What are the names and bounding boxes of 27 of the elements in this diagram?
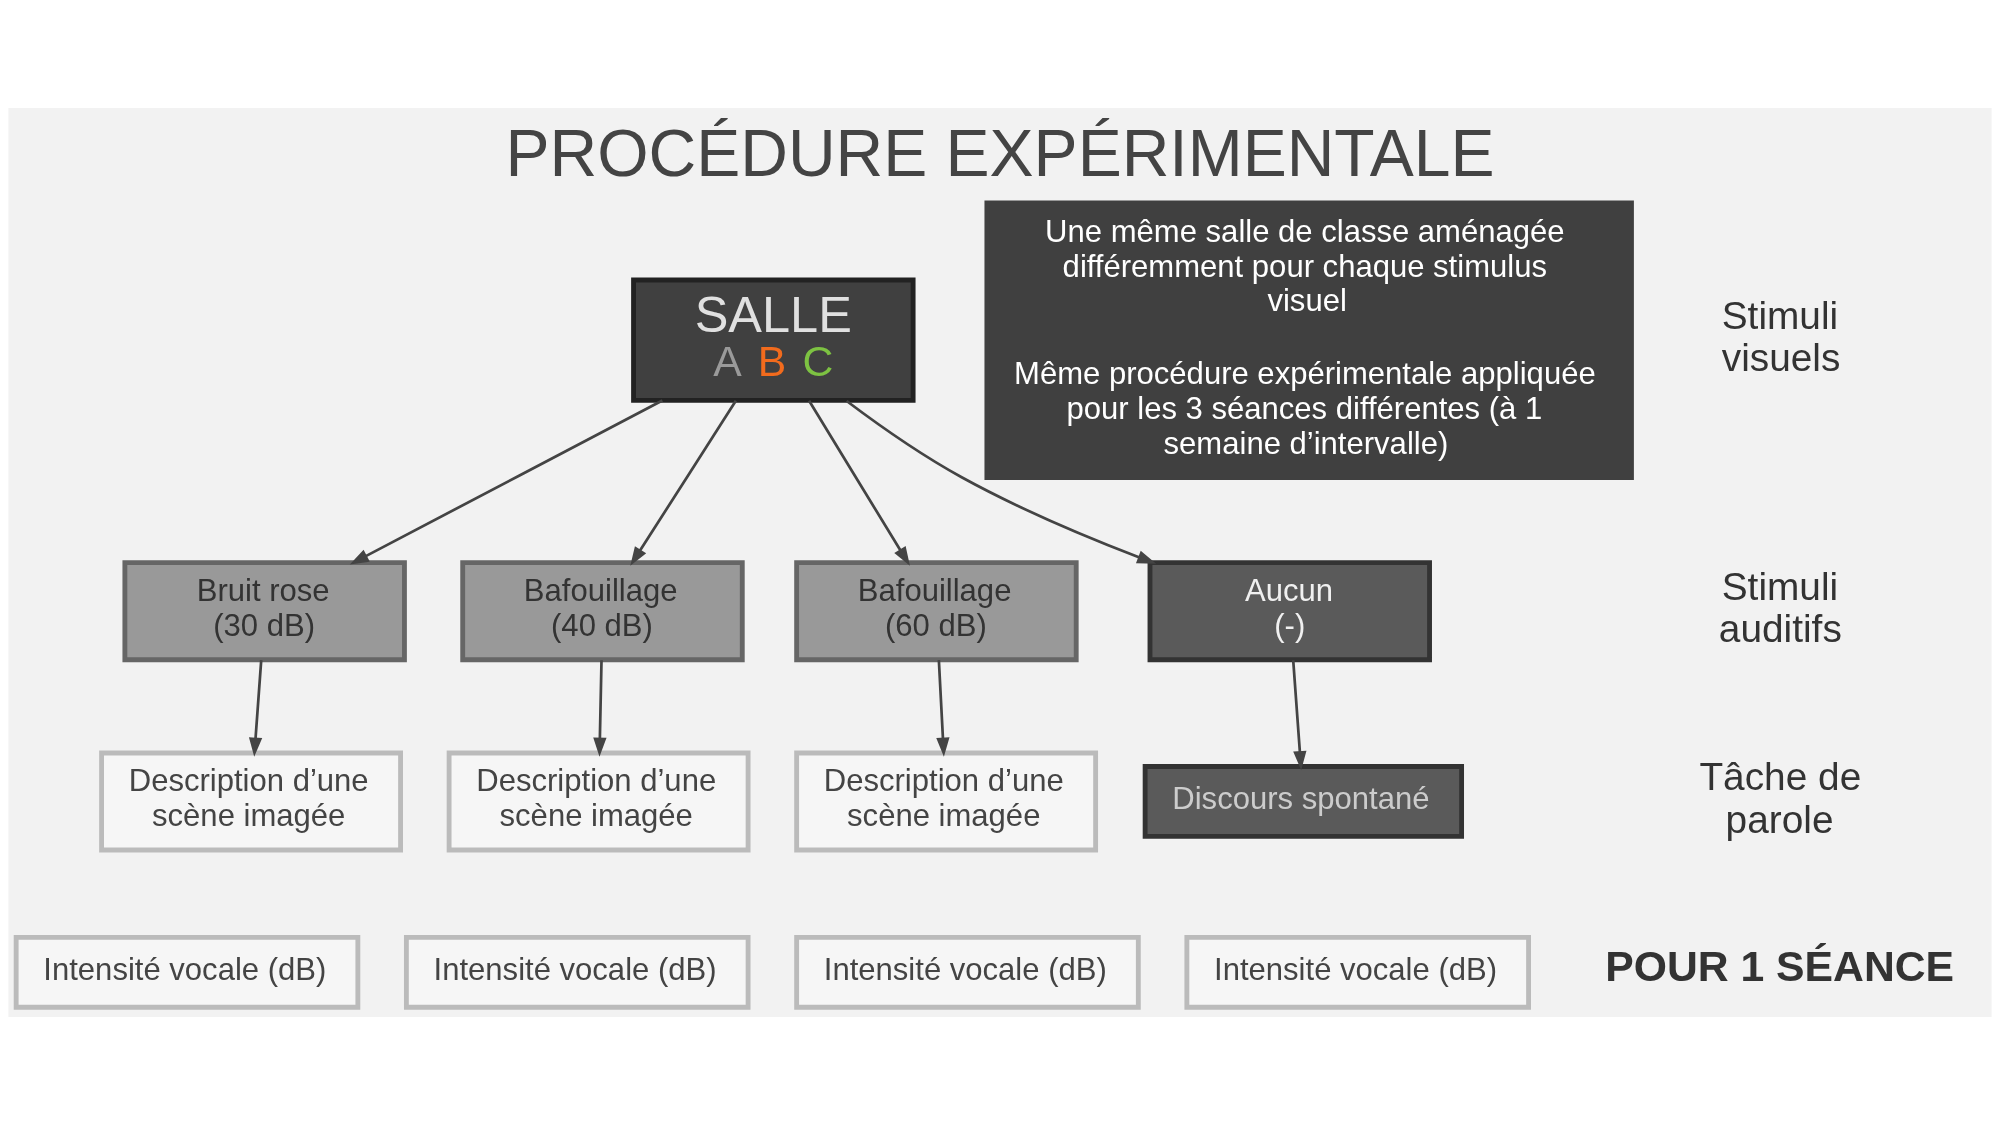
arrow [349,399,663,565]
arrow [807,400,910,566]
label: Stimuli auditifs [1718,564,1842,651]
label: Tâche de parole [1699,754,1862,841]
label: Stimuli visuels [1721,293,1841,380]
arrow [936,660,950,757]
node-box: SALLE A B C [631,277,916,403]
node-box: Description d’une scène imagée [99,750,403,853]
node-box: Intensité vocale (dB) [1184,934,1531,1010]
node-box: Bafouillage (60 dB) [794,560,1079,663]
label: POUR 1 SÉANCE [1605,942,1955,991]
node-box: Bafouillage (40 dB) [460,560,745,663]
node-box: Description d’une scène imagée [794,750,1099,853]
node-box: Intensité vocale (dB) [13,934,361,1010]
diagram-title: PROCÉDURE EXPÉRIMENTALE [505,116,1495,191]
node-box: Bruit rose (30 dB) [122,560,407,663]
node-box: Intensité vocale (dB) [794,934,1141,1010]
arrow [630,400,737,566]
node-box: Aucun (-) [1147,560,1432,663]
arrow [593,660,607,757]
arrow [1291,660,1307,771]
arrow [248,660,263,757]
node-box: Une même salle de classe aménagée différemment pour chaque stimulus visuel Même procédure expérimentale appliquée pour les 3 séances différentes (à 1 semaine d’intervalle) [984,200,1634,480]
arrow [845,399,1157,564]
node-box: Discours spontané [1142,764,1464,839]
node-box: Description d’une scène imagée [446,750,751,853]
node-box: Intensité vocale (dB) [403,934,751,1010]
